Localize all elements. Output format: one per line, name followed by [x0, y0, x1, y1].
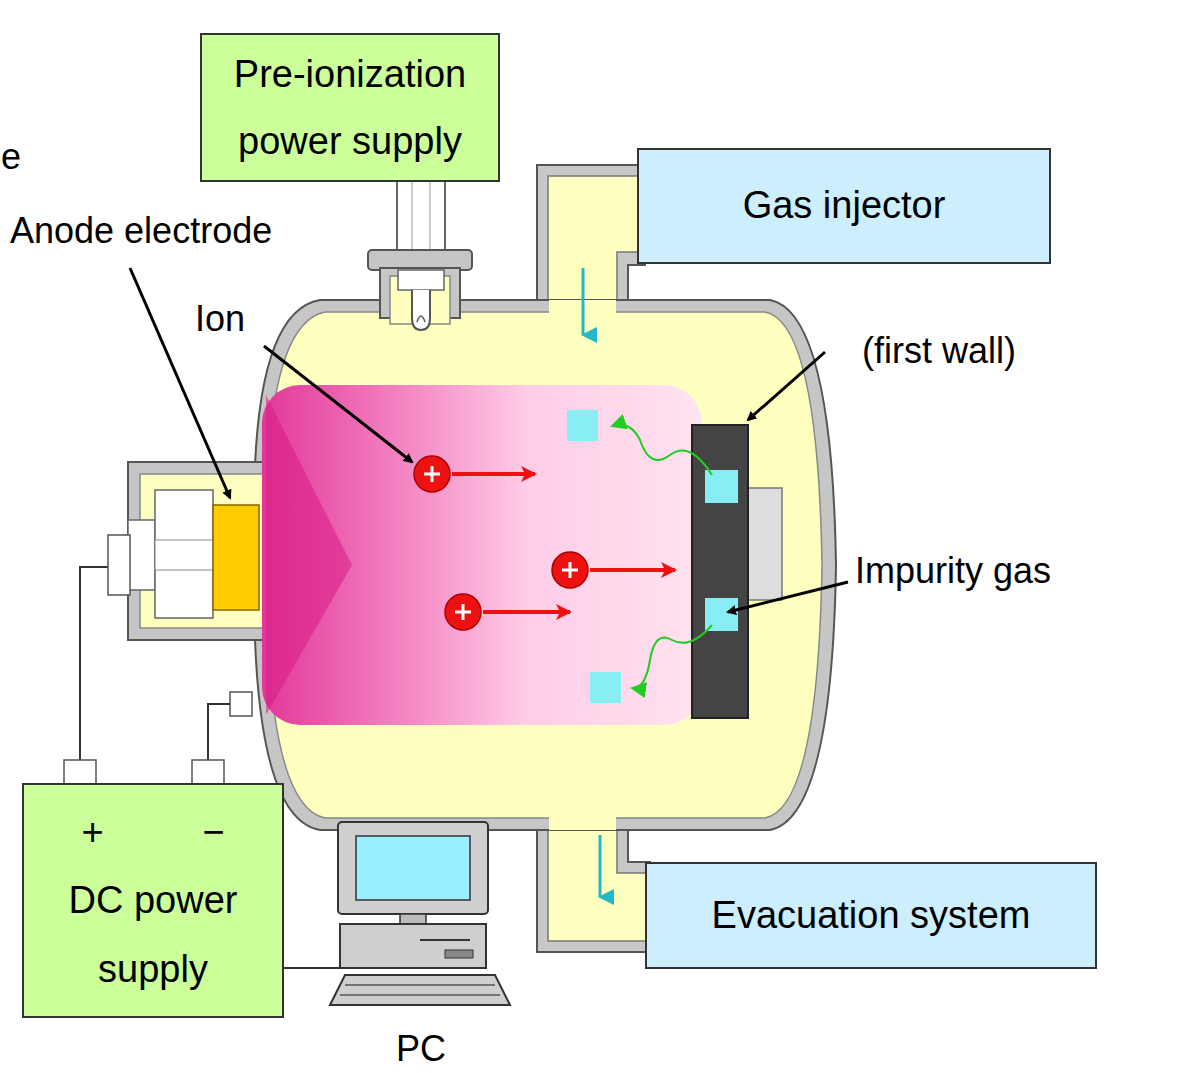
terminal-signs: +− — [32, 798, 274, 866]
desorption-arrow — [632, 625, 712, 688]
leader-line — [728, 582, 848, 612]
ion — [414, 456, 535, 492]
ground-terminal — [230, 692, 252, 716]
power-supply-box: Pre-ionization power supply — [200, 33, 500, 182]
ion — [445, 594, 570, 630]
wire — [283, 967, 340, 969]
insulator — [155, 490, 213, 618]
plasma-cone — [266, 395, 352, 715]
filament — [412, 290, 430, 330]
filament-coil — [417, 316, 425, 322]
evacuation-system-box: Evacuation system — [645, 862, 1097, 969]
flow-arrow — [582, 268, 585, 335]
terminal — [192, 760, 224, 784]
leader-line — [748, 352, 825, 420]
part-label: Impurity gas — [855, 550, 1051, 592]
part-label: Ion — [195, 298, 245, 340]
computer-icon — [330, 822, 510, 1005]
dc-power-supply-box: +−DC power supply — [22, 783, 284, 1018]
ion — [552, 552, 675, 588]
first-wall — [692, 425, 748, 718]
impurity-particle — [705, 470, 738, 503]
wall-support — [746, 488, 782, 600]
anode-port-inner — [140, 474, 270, 628]
feedthrough — [128, 520, 155, 590]
anode-electrode — [213, 505, 259, 610]
chamber-wall — [255, 300, 836, 830]
part-label: (first wall) — [862, 330, 1016, 372]
polarity-sign: − — [194, 798, 234, 866]
box-text: Gas injector — [743, 181, 946, 230]
box-text: Evacuation system — [712, 891, 1031, 940]
pipe-opening — [549, 806, 616, 830]
anode-terminal — [108, 535, 130, 595]
anode-rod — [155, 540, 213, 570]
impurity-particle — [567, 410, 598, 441]
plasma — [262, 385, 702, 725]
box-text: Pre-ionization power supply — [210, 41, 490, 174]
port-insulator — [398, 270, 444, 290]
wire — [80, 567, 110, 760]
wire — [208, 704, 230, 760]
device-label: PC — [396, 1028, 446, 1070]
impurity-particle — [590, 672, 621, 703]
leader-line — [264, 346, 412, 462]
desorption-arrow — [612, 425, 712, 475]
fragment-label: e — [1, 136, 21, 178]
flow-arrow — [599, 835, 602, 897]
part-label: Anode electrode — [10, 210, 272, 252]
gas-injector-box: Gas injector — [637, 148, 1051, 264]
terminal — [64, 760, 96, 784]
polarity-sign: + — [73, 798, 113, 866]
box-text: DC power supply — [38, 866, 268, 1003]
